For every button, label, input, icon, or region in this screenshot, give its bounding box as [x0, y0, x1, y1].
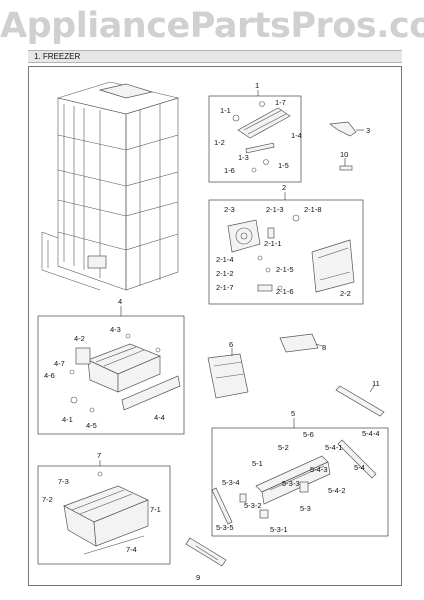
callout-3: 3 [366, 126, 370, 135]
group-5-parts [211, 439, 377, 525]
group-1-box [208, 95, 302, 183]
diagram-frame [28, 66, 402, 586]
callout-5-3-3: 5-3-3 [282, 479, 300, 488]
group-7-parts [63, 471, 149, 555]
callout-2: 2 [282, 183, 286, 192]
part-10 [339, 158, 353, 171]
callout-10: 10 [340, 150, 348, 159]
callout-7-4: 7-4 [126, 545, 137, 554]
callout-4-1: 4-1 [62, 415, 73, 424]
callout-5-2: 5-2 [278, 443, 289, 452]
callout-9: 9 [196, 573, 200, 582]
callout-5-4-2: 5-4-2 [328, 486, 346, 495]
section-header: 1. FREEZER [28, 50, 402, 63]
callout-4: 4 [118, 297, 122, 306]
callout-2-2: 2-2 [340, 289, 351, 298]
callout-5-3-4: 5-3-4 [222, 478, 240, 487]
part-8 [279, 333, 323, 353]
part-9 [185, 537, 227, 567]
callout-5-3-1: 5-3-1 [270, 525, 288, 534]
group-4-parts [69, 333, 181, 413]
callout-2-1-2: 2-1-2 [216, 269, 234, 278]
section-title: 1. FREEZER [34, 52, 81, 61]
callout-7-2: 7-2 [42, 495, 53, 504]
cabinet-drawing [41, 81, 180, 291]
callout-4-7: 4-7 [54, 359, 65, 368]
callout-4-4: 4-4 [154, 413, 165, 422]
callout-7-1: 7-1 [150, 505, 161, 514]
callout-1-7: 1-7 [275, 98, 286, 107]
callout-2-1-5: 2-1-5 [276, 265, 294, 274]
callout-5-3-5: 5-3-5 [216, 523, 234, 532]
callout-6: 6 [229, 340, 233, 349]
callout-1-3: 1-3 [238, 153, 249, 162]
group-7-box [37, 465, 171, 565]
callout-5-6: 5-6 [303, 430, 314, 439]
callout-1-1: 1-1 [220, 106, 231, 115]
callout-5-4-3: 5-4-3 [310, 465, 328, 474]
part-6 [207, 348, 249, 399]
group-2-parts [227, 214, 355, 293]
callout-2-1-8: 2-1-8 [304, 205, 322, 214]
callout-7-3: 7-3 [58, 477, 69, 486]
callout-5-3-2: 5-3-2 [244, 501, 262, 510]
callout-2-1-7: 2-1-7 [216, 283, 234, 292]
callout-2-1-4: 2-1-4 [216, 255, 234, 264]
callout-7: 7 [97, 451, 101, 460]
callout-8: 8 [322, 343, 326, 352]
callout-1: 1 [255, 81, 259, 90]
callout-4-3: 4-3 [110, 325, 121, 334]
callout-5-3: 5-3 [300, 504, 311, 513]
group-1-parts [232, 101, 291, 173]
callout-1-2: 1-2 [214, 138, 225, 147]
callout-2-1-1: 2-1-1 [264, 239, 282, 248]
callout-1-4: 1-4 [291, 131, 302, 140]
callout-4-6: 4-6 [44, 371, 55, 380]
callout-11: 11 [372, 379, 380, 388]
callout-5-1: 5-1 [252, 459, 263, 468]
group-5-box [211, 427, 389, 537]
callout-2-1-6: 2-1-6 [276, 287, 294, 296]
group-4-box [37, 315, 185, 435]
callout-5: 5 [291, 409, 295, 418]
callout-4-2: 4-2 [74, 334, 85, 343]
callout-1-6: 1-6 [224, 166, 235, 175]
callout-1-5: 1-5 [278, 161, 289, 170]
callout-5-4-1: 5-4-1 [325, 443, 343, 452]
callout-5-4: 5-4 [354, 463, 365, 472]
callout-2-3: 2-3 [224, 205, 235, 214]
callout-5-4-4: 5-4-4 [362, 429, 380, 438]
part-11 [335, 385, 385, 417]
callout-2-1-3: 2-1-3 [266, 205, 284, 214]
group-2-box [208, 199, 364, 305]
callout-4-5: 4-5 [86, 421, 97, 430]
part-3 [329, 121, 364, 137]
